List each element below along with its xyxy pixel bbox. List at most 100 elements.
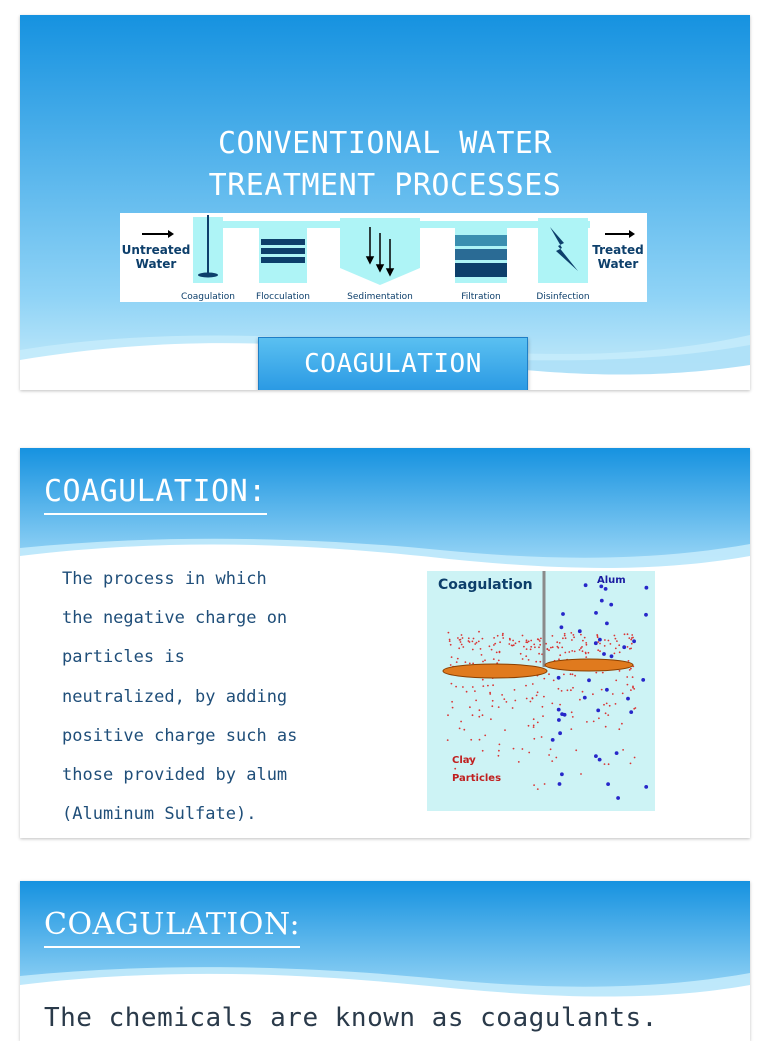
stage-label-coagulation: Coagulation bbox=[181, 292, 235, 302]
clay-particle bbox=[570, 632, 573, 634]
clay-particle bbox=[472, 637, 475, 640]
clay-particle bbox=[626, 633, 629, 636]
clay-particle bbox=[498, 749, 500, 752]
alum-particle bbox=[602, 652, 606, 656]
mixer-paddle-right bbox=[544, 658, 634, 672]
clay-particle bbox=[498, 743, 501, 746]
clay-particle bbox=[455, 685, 457, 688]
clay-particle bbox=[551, 702, 554, 705]
clay-particle bbox=[631, 676, 634, 678]
alum-particle bbox=[644, 612, 648, 617]
alum-particle bbox=[596, 708, 601, 713]
clay-particle bbox=[540, 736, 543, 738]
clay-particle bbox=[528, 751, 531, 754]
clay-particle bbox=[521, 748, 524, 750]
clay-particle bbox=[530, 639, 533, 642]
slide-title-text: CONVENTIONAL WATER TREATMENT PROCESSES bbox=[208, 126, 562, 204]
clay-particle bbox=[490, 648, 493, 651]
coagulation-illustration: Coagulation Alum Clay Particles bbox=[438, 571, 649, 800]
clay-particle bbox=[570, 711, 573, 714]
clay-particle bbox=[531, 683, 534, 685]
clay-particle bbox=[491, 705, 494, 708]
clay-particle bbox=[482, 685, 485, 687]
clay-particle bbox=[535, 660, 538, 663]
clay-particle bbox=[525, 648, 528, 650]
clay-particle bbox=[501, 694, 503, 696]
clay-particle bbox=[582, 639, 584, 642]
clay-particle bbox=[538, 652, 540, 655]
clay-particle bbox=[632, 686, 634, 689]
figure-title: Coagulation bbox=[438, 577, 533, 593]
clay-particle bbox=[502, 632, 504, 635]
clay-particle bbox=[508, 643, 511, 645]
clay-particle bbox=[535, 694, 538, 697]
alum-particle bbox=[594, 754, 598, 758]
clay-particle bbox=[481, 678, 484, 681]
clay-particle bbox=[570, 689, 572, 692]
clay-particle bbox=[613, 634, 616, 637]
clay-particle bbox=[449, 643, 452, 646]
arrow-down-icon bbox=[365, 227, 395, 277]
clay-particle bbox=[536, 788, 539, 790]
clay-particle bbox=[604, 725, 607, 728]
clay-particle bbox=[513, 689, 516, 691]
slide-heading: COAGULATION: bbox=[44, 474, 267, 515]
clay-particle bbox=[551, 646, 554, 649]
clay-particle bbox=[584, 651, 587, 654]
clay-particle bbox=[586, 721, 588, 723]
clay-particle bbox=[614, 703, 617, 705]
clay-particle bbox=[451, 706, 454, 709]
alum-particle bbox=[560, 772, 564, 777]
clay-particle bbox=[557, 687, 560, 690]
clay-particle bbox=[571, 650, 574, 652]
clay-particle bbox=[607, 763, 610, 766]
clay-particle bbox=[603, 645, 606, 647]
clay-particle bbox=[478, 630, 480, 633]
alum-particle bbox=[644, 585, 649, 590]
input-label-2: Water bbox=[136, 257, 177, 271]
alum-particle bbox=[593, 641, 598, 646]
clay-particle bbox=[615, 679, 618, 682]
clay-particle bbox=[532, 724, 535, 727]
alum-particle bbox=[557, 718, 561, 722]
clay-particle bbox=[585, 643, 588, 646]
clay-particle bbox=[618, 670, 621, 672]
sedimentation-tank bbox=[340, 218, 420, 285]
clay-particle bbox=[527, 659, 530, 661]
clay-particle bbox=[468, 757, 471, 760]
clay-particle bbox=[604, 712, 607, 715]
clay-particle bbox=[502, 637, 505, 639]
clay-particle bbox=[631, 634, 634, 636]
clay-particle bbox=[448, 640, 451, 642]
clay-particle bbox=[543, 695, 545, 698]
clay-particle bbox=[519, 652, 522, 655]
clay-particle bbox=[514, 642, 517, 645]
clay-particle bbox=[539, 643, 542, 646]
filtration-tank bbox=[455, 221, 507, 283]
clay-particle bbox=[498, 650, 501, 653]
clay-particle bbox=[501, 634, 504, 637]
slide-coagulants: COAGULATION: The chemicals are known as … bbox=[20, 881, 750, 1041]
clay-particle bbox=[603, 703, 605, 706]
clay-particle bbox=[630, 689, 632, 691]
clay-particle bbox=[482, 660, 484, 663]
clay-particle bbox=[545, 642, 547, 645]
clay-particle bbox=[539, 660, 542, 663]
clay-particle bbox=[472, 662, 474, 665]
clay-particle bbox=[464, 661, 467, 663]
clay-particle bbox=[533, 737, 536, 740]
clay-particle bbox=[525, 684, 527, 687]
clay-particle bbox=[496, 634, 499, 637]
clay-particle bbox=[478, 709, 481, 712]
clay-particle bbox=[471, 686, 474, 688]
clay-particle bbox=[540, 637, 542, 640]
clay-particle bbox=[497, 706, 500, 708]
clay-particle bbox=[571, 673, 574, 676]
clay-particle bbox=[497, 754, 500, 757]
clay-particle bbox=[481, 714, 484, 717]
clay-particle bbox=[560, 690, 563, 692]
clay-particle bbox=[549, 748, 552, 751]
clay-particle bbox=[512, 639, 514, 642]
clay-particle bbox=[538, 640, 541, 642]
clay-particle bbox=[456, 657, 459, 660]
